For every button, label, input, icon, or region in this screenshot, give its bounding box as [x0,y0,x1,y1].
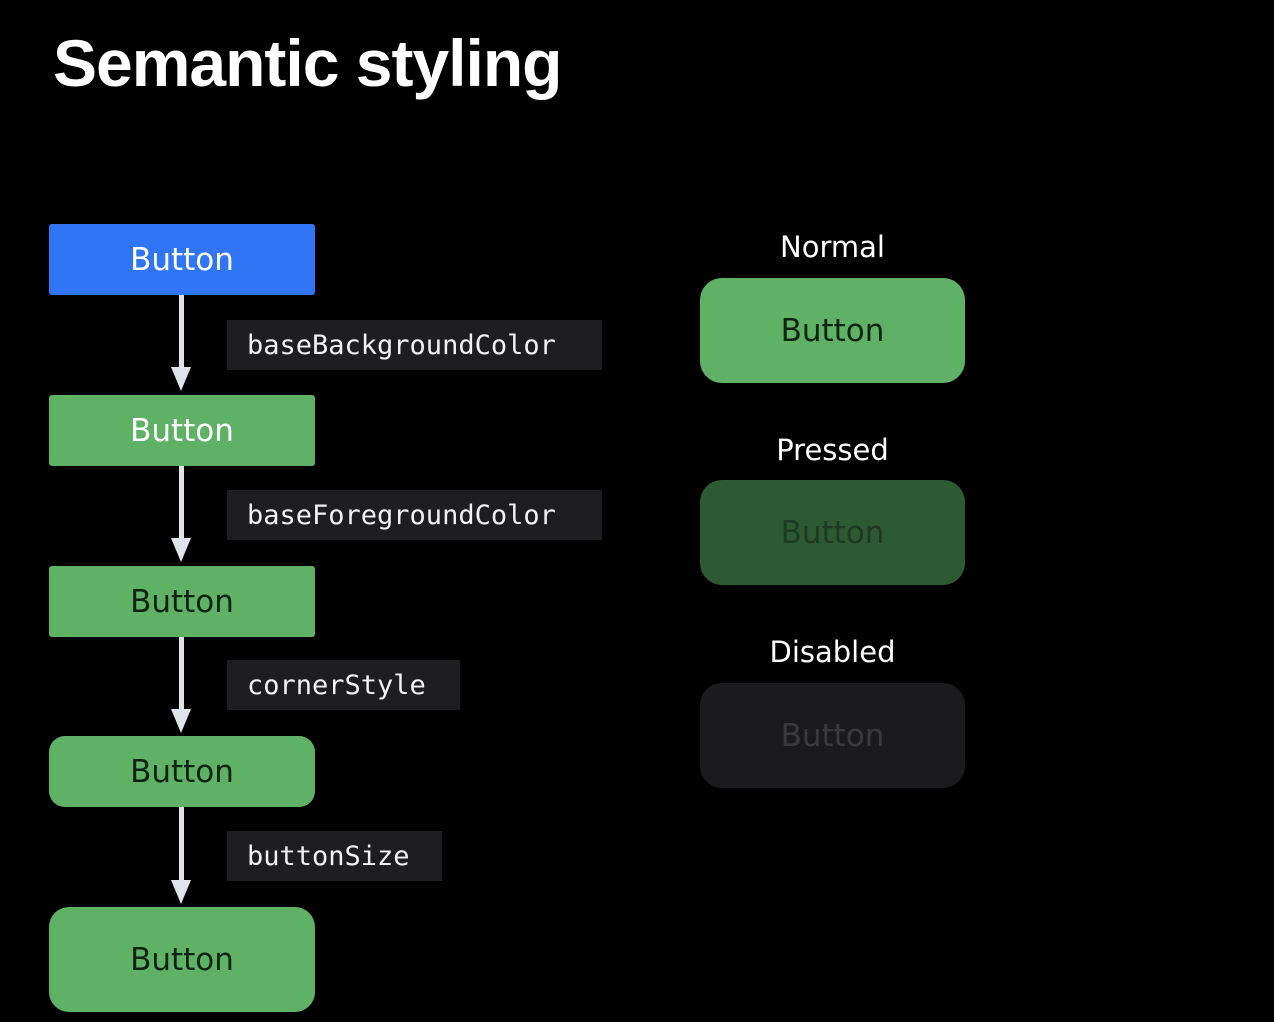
page-title: Semantic styling [53,26,562,100]
flow-step-5-button: Button [49,907,315,1012]
arrow-shaft [179,807,184,882]
flow-step-1-button: Button [49,224,315,295]
arrow-shaft [179,466,184,540]
property-label-base-foreground-color: baseForegroundColor [227,490,602,540]
property-label-button-size: buttonSize [227,831,442,881]
arrow-down-icon [171,880,191,904]
arrow-down-icon [171,367,191,391]
arrow-down-icon [171,709,191,733]
property-label-corner-style: cornerStyle [227,660,460,710]
property-label-base-background-color: baseBackgroundColor [227,320,602,370]
flow-step-3-button: Button [49,566,315,637]
state-label-normal: Normal [780,230,885,264]
state-label-disabled: Disabled [769,635,896,669]
pressed-state-button: Button [700,480,965,585]
flow-arrow-3 [171,637,192,733]
flow-arrow-4 [171,807,192,904]
normal-state-button: Button [700,278,965,383]
flow-arrow-1 [171,295,192,391]
arrow-shaft [179,637,184,711]
arrow-shaft [179,295,184,369]
flow-step-2-button: Button [49,395,315,466]
disabled-state-button: Button [700,683,965,788]
arrow-down-icon [171,538,191,562]
flow-arrow-2 [171,466,192,562]
flow-step-4-button: Button [49,736,315,807]
state-label-pressed: Pressed [776,433,889,467]
